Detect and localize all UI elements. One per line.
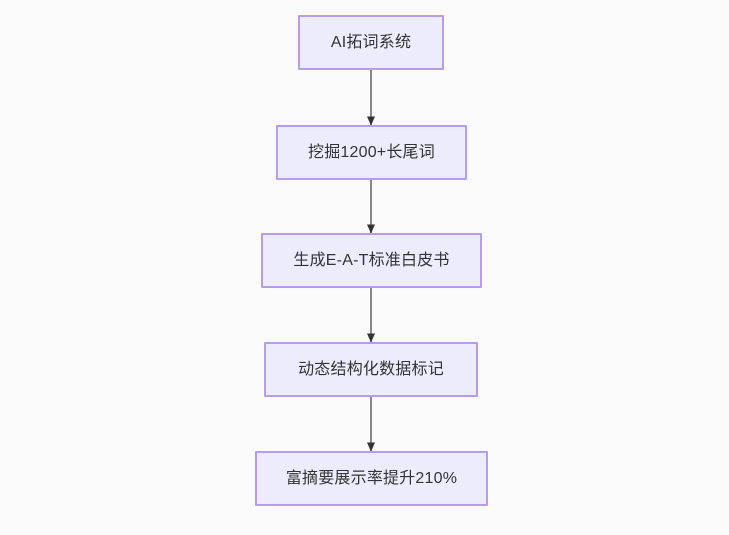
node-label: 挖掘1200+长尾词 — [308, 143, 435, 161]
node-label: 生成E-A-T标准白皮书 — [293, 251, 450, 269]
node-label: 动态结构化数据标记 — [298, 360, 444, 378]
flowchart-node-mine-longtail-keywords[interactable]: 挖掘1200+长尾词 — [276, 125, 467, 180]
flowchart-node-ai-keyword-system[interactable]: AI拓词系统 — [298, 15, 444, 70]
node-label: AI拓词系统 — [330, 33, 412, 51]
flowchart-node-generate-eat-whitepaper[interactable]: 生成E-A-T标准白皮书 — [261, 233, 482, 288]
flowchart-node-rich-snippet-impression-lift[interactable]: 富摘要展示率提升210% — [255, 451, 488, 506]
flowchart-node-dynamic-structured-data-markup[interactable]: 动态结构化数据标记 — [264, 342, 478, 397]
node-label: 富摘要展示率提升210% — [285, 469, 458, 487]
